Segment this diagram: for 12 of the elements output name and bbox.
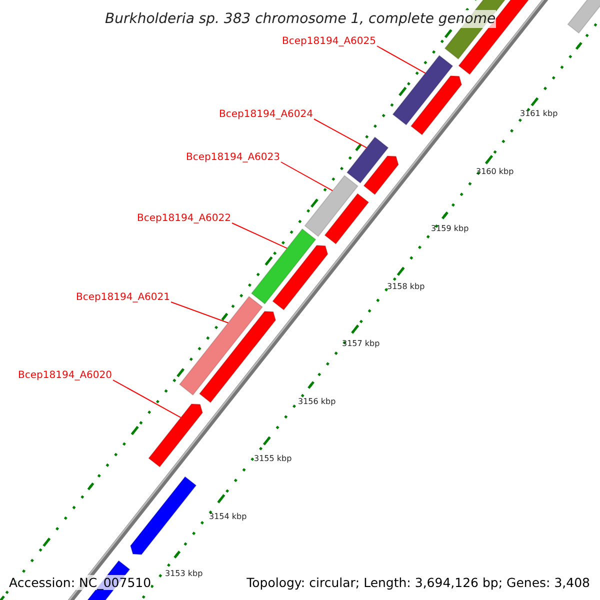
title: Burkholderia sp. 383 chromosome 1, complete genome (105, 10, 496, 28)
genome-summary: Topology: circular; Length: 3,694,126 bp; Genes: 3,408 (246, 575, 590, 590)
scale-label: 3153 kbp (165, 569, 203, 578)
scale-label: 3155 kbp (254, 454, 292, 463)
scale-label: 3158 kbp (387, 282, 425, 291)
scale-label: 3157 kbp (342, 339, 380, 348)
scale-label: 3159 kbp (431, 224, 469, 233)
scale-label: 3154 kbp (209, 512, 247, 521)
scale-label: 3156 kbp (298, 397, 336, 406)
accession-text: Accession: NC_007510 (9, 575, 152, 590)
scale-label: 3160 kbp (476, 167, 514, 176)
scale-label: 3161 kbp (520, 109, 558, 118)
